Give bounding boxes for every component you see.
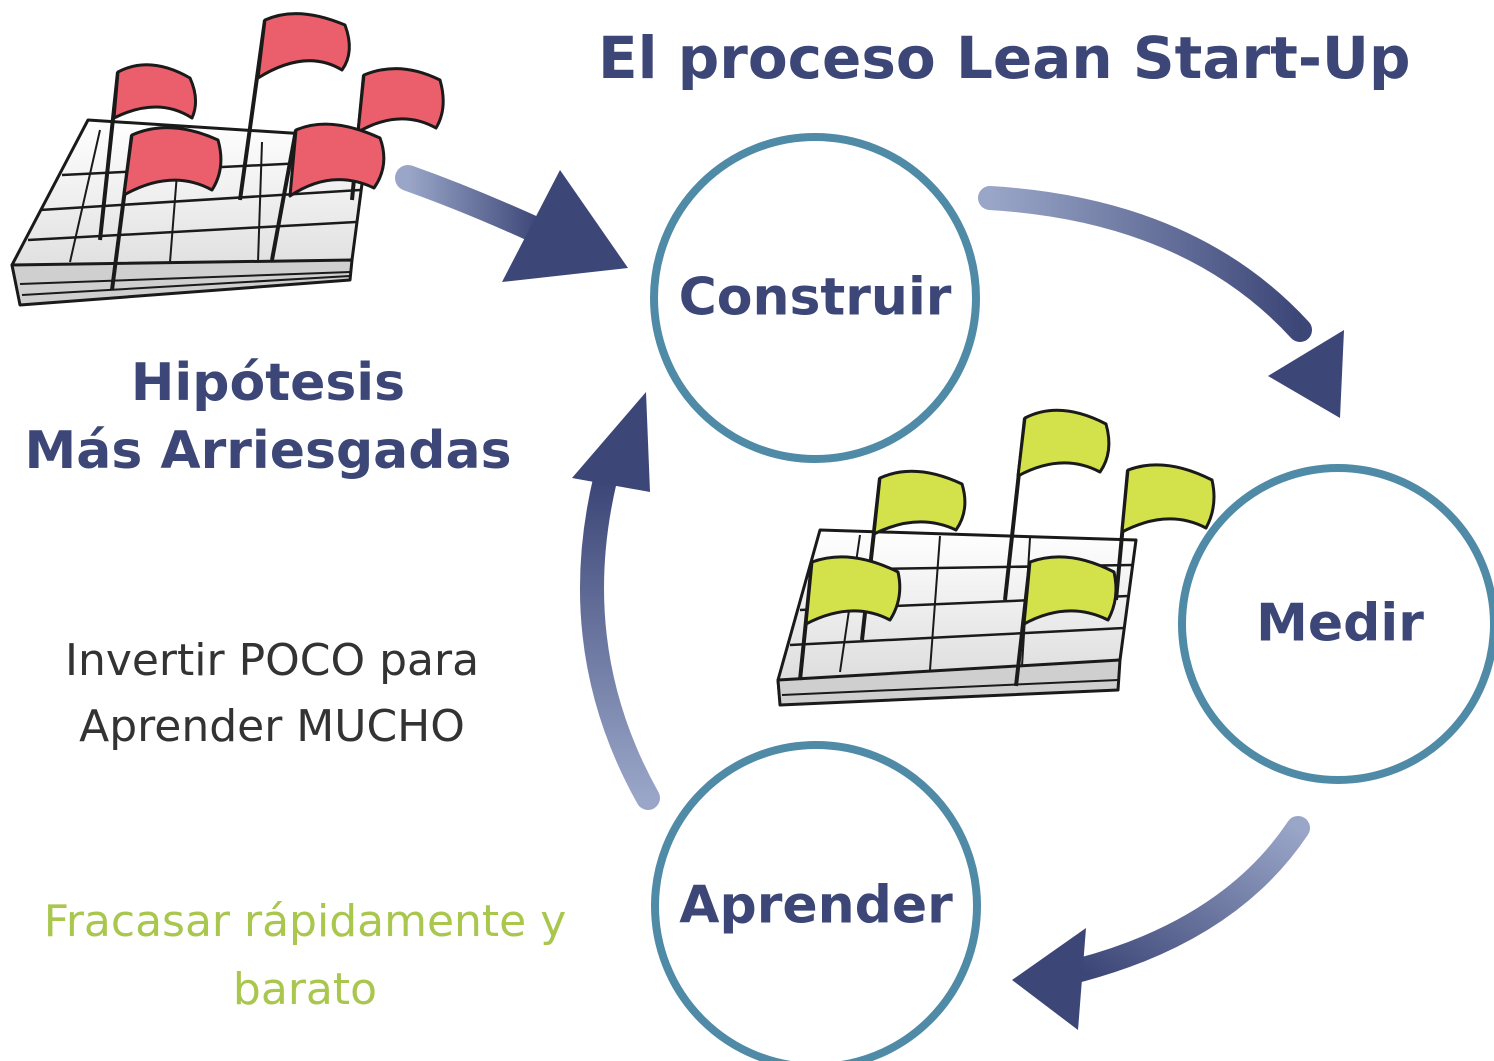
hypothesis-line-1: Hipótesis — [130, 353, 406, 413]
learn-circle — [651, 741, 981, 1061]
invest-line-1: Invertir POCO para — [64, 635, 480, 686]
red-flag-icon — [270, 122, 386, 261]
measure-label: Medir — [1256, 593, 1424, 654]
measure-board-illustration — [776, 408, 1216, 707]
red-flag-icon — [98, 63, 197, 241]
hypothesis-line-2: Más Arriesgadas — [24, 420, 512, 481]
build-label: Construir — [678, 267, 952, 328]
red-flag-icon — [238, 12, 351, 201]
yellow-flag-icon — [798, 555, 902, 681]
red-flag-icon — [110, 126, 223, 291]
arrow-learn-to-build — [572, 392, 660, 810]
fail-text: Fracasar rápidamente y barato — [44, 888, 567, 1024]
hypothesis-board-illustration — [10, 12, 445, 307]
learn-label: Aprender — [679, 875, 953, 936]
fail-line-1: Fracasar rápidamente y — [43, 896, 567, 947]
fail-line-2: barato — [232, 964, 378, 1016]
yellow-flag-icon — [1014, 555, 1118, 687]
yellow-flag-icon — [1003, 408, 1111, 601]
yellow-flag-icon — [1114, 463, 1216, 601]
measure-circle — [1178, 464, 1494, 784]
arrow-hypothesis-to-build — [395, 165, 628, 282]
page-title: El proceso Lean Start-Up — [598, 24, 1411, 92]
hypothesis-text: Hipótesis Más Arriesgadas — [24, 350, 511, 485]
invest-text: Invertir POCO para Aprender MUCHO — [65, 628, 479, 760]
build-circle — [650, 133, 980, 463]
arrow-measure-to-learn — [1012, 816, 1310, 1030]
invest-line-2: Aprender MUCHO — [79, 701, 465, 752]
arrow-build-to-measure — [978, 186, 1344, 418]
